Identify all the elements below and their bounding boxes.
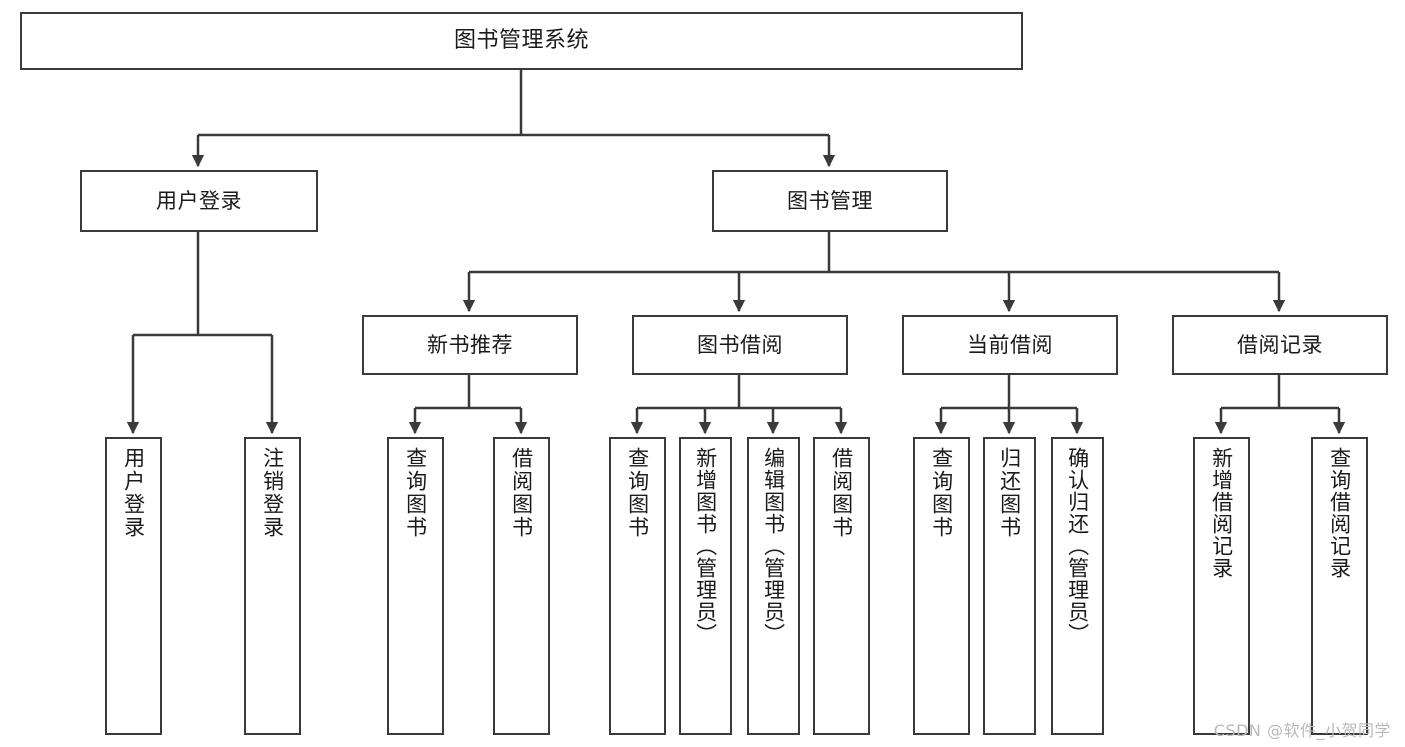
node-leaf-borrow-book-2-label: 借阅图书 bbox=[829, 447, 854, 539]
node-root-label: 图书管理系统 bbox=[453, 28, 589, 54]
node-leaf-query-book-1[interactable]: 查询图书 bbox=[387, 437, 444, 735]
node-leaf-query-book-2-label: 查询图书 bbox=[625, 447, 650, 539]
watermark: CSDN @软件_小贺同学 bbox=[1213, 721, 1391, 740]
node-leaf-query-book-2[interactable]: 查询图书 bbox=[609, 437, 666, 735]
node-borrow-record[interactable]: 借阅记录 bbox=[1172, 315, 1388, 375]
node-leaf-user-login[interactable]: 用户登录 bbox=[105, 437, 162, 735]
node-new-book-rec-label: 新书推荐 bbox=[427, 332, 513, 357]
node-leaf-add-book[interactable]: 新增图书（管理员） bbox=[679, 437, 732, 735]
node-book-manage-label: 图书管理 bbox=[787, 188, 873, 213]
node-current-borrow[interactable]: 当前借阅 bbox=[902, 315, 1118, 375]
node-leaf-logout-label: 注销登录 bbox=[260, 447, 285, 539]
node-leaf-add-book-label: 新增图书（管理员） bbox=[693, 447, 718, 645]
node-root[interactable]: 图书管理系统 bbox=[20, 12, 1023, 70]
node-leaf-borrow-book-2[interactable]: 借阅图书 bbox=[813, 437, 870, 735]
node-leaf-confirm-return[interactable]: 确认归还（管理员） bbox=[1051, 437, 1104, 735]
node-leaf-logout[interactable]: 注销登录 bbox=[244, 437, 301, 735]
node-leaf-query-book-1-label: 查询图书 bbox=[403, 447, 428, 539]
node-current-borrow-label: 当前借阅 bbox=[967, 332, 1053, 357]
node-user-login[interactable]: 用户登录 bbox=[80, 170, 318, 232]
node-user-login-label: 用户登录 bbox=[156, 188, 242, 213]
node-leaf-add-record[interactable]: 新增借阅记录 bbox=[1193, 437, 1250, 735]
node-leaf-return-book-label: 归还图书 bbox=[997, 447, 1022, 539]
node-leaf-confirm-return-label: 确认归还（管理员） bbox=[1065, 447, 1090, 645]
node-new-book-rec[interactable]: 新书推荐 bbox=[362, 315, 578, 375]
node-leaf-query-record-label: 查询借阅记录 bbox=[1327, 447, 1352, 579]
node-book-manage[interactable]: 图书管理 bbox=[712, 170, 948, 232]
node-leaf-query-book-3-label: 查询图书 bbox=[929, 447, 954, 539]
node-borrow-record-label: 借阅记录 bbox=[1237, 332, 1323, 357]
node-leaf-edit-book[interactable]: 编辑图书（管理员） bbox=[747, 437, 800, 735]
node-book-borrow[interactable]: 图书借阅 bbox=[632, 315, 848, 375]
node-leaf-borrow-book-1[interactable]: 借阅图书 bbox=[493, 437, 550, 735]
node-leaf-borrow-book-1-label: 借阅图书 bbox=[509, 447, 534, 539]
node-book-borrow-label: 图书借阅 bbox=[697, 332, 783, 357]
node-leaf-query-record[interactable]: 查询借阅记录 bbox=[1311, 437, 1368, 735]
node-leaf-return-book[interactable]: 归还图书 bbox=[983, 437, 1036, 735]
node-leaf-user-login-label: 用户登录 bbox=[121, 447, 146, 539]
node-leaf-add-record-label: 新增借阅记录 bbox=[1209, 447, 1234, 579]
node-leaf-edit-book-label: 编辑图书（管理员） bbox=[761, 447, 786, 645]
node-leaf-query-book-3[interactable]: 查询图书 bbox=[913, 437, 970, 735]
